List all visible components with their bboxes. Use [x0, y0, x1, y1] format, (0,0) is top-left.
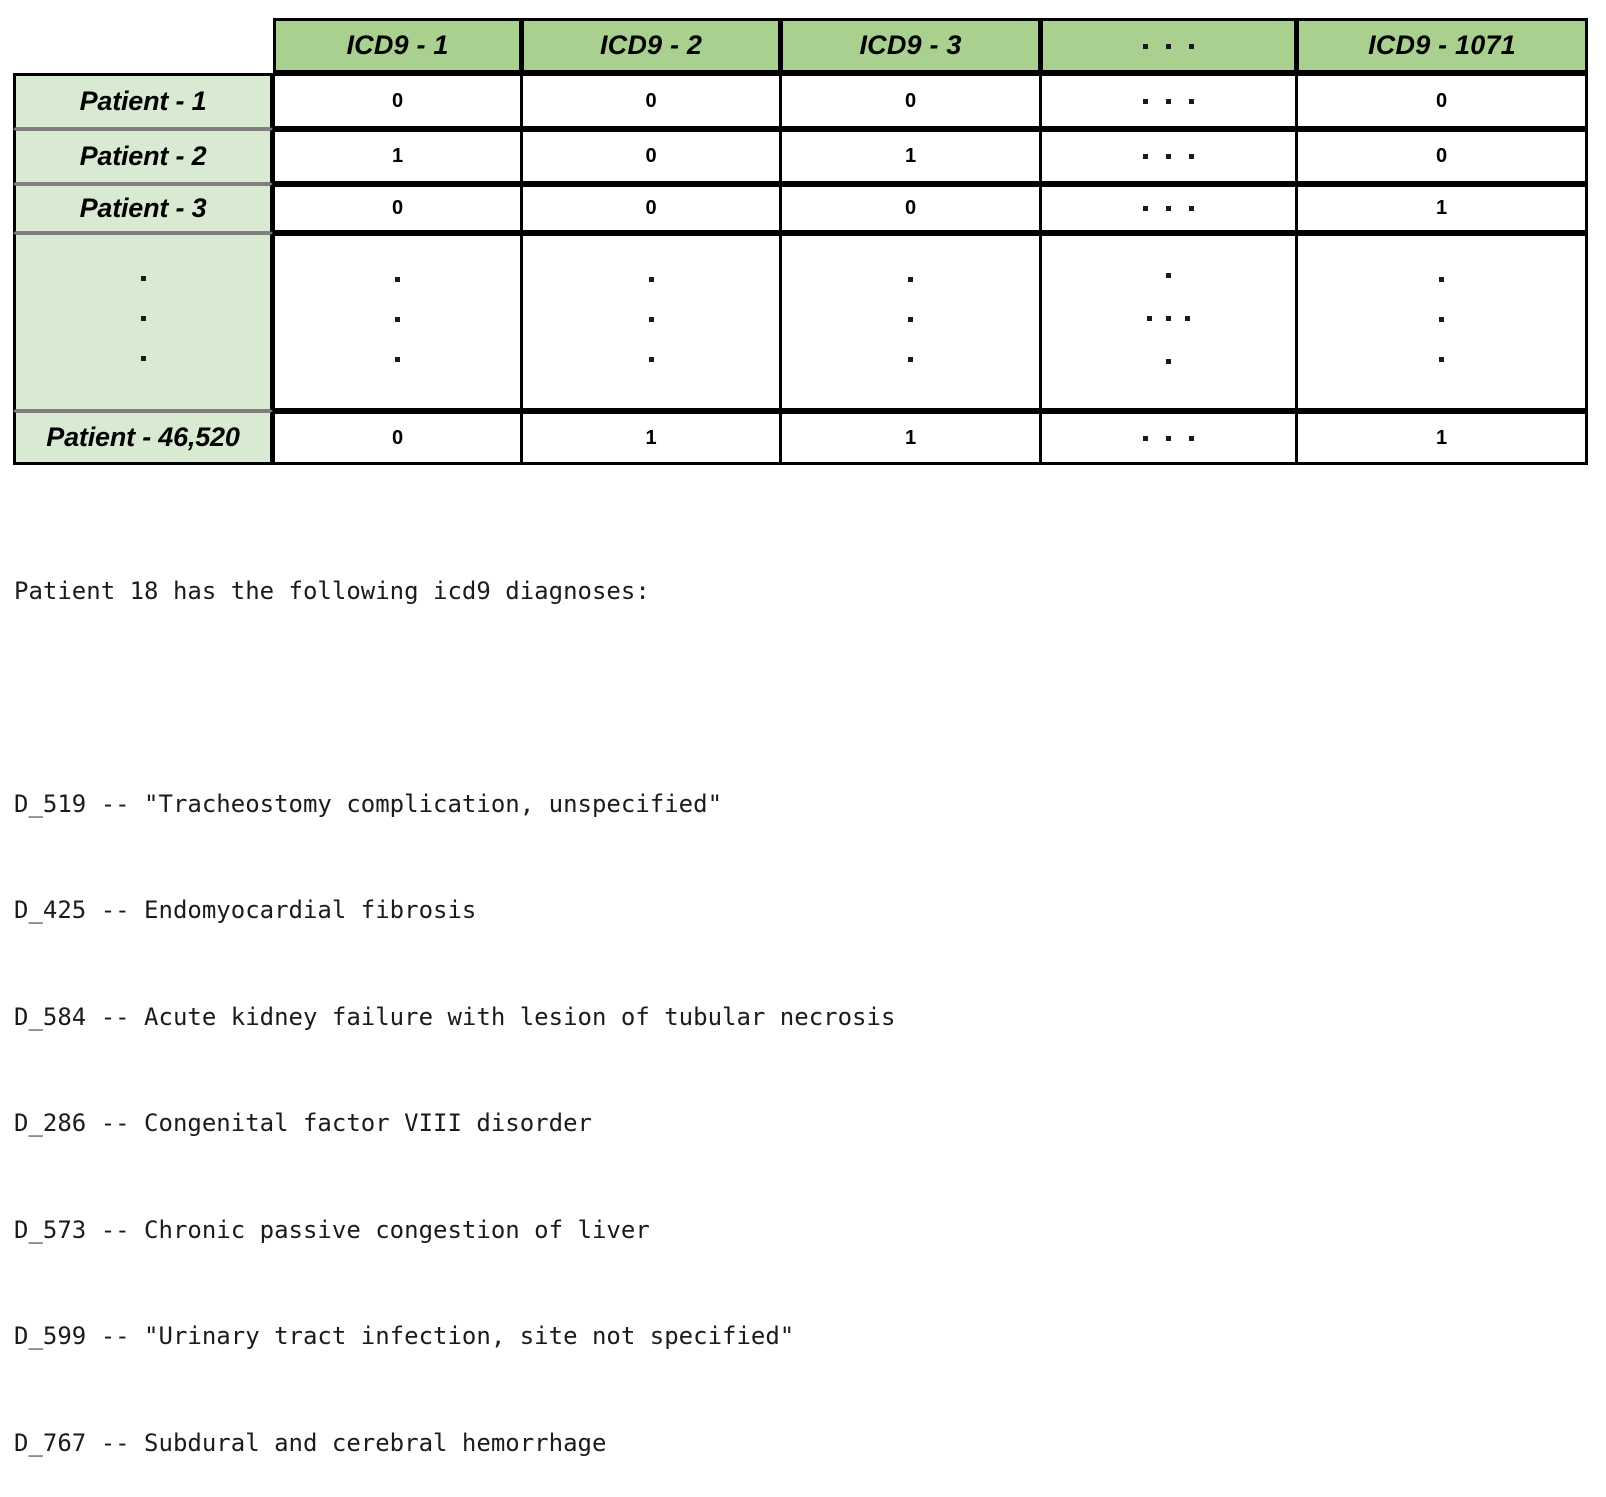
cell-plast-icd9-1071: 1	[1296, 411, 1588, 465]
horizontal-ellipsis-icon	[1134, 98, 1203, 104]
cell-plast-icd9-1: 0	[273, 411, 521, 465]
row-label-ellipsis	[13, 233, 273, 411]
row-label-patient-46520: Patient - 46,520	[13, 411, 273, 465]
column-header-icd9-1: ICD9 - 1	[273, 18, 521, 73]
cell-p2-icd9-2: 0	[521, 129, 780, 184]
cell-ellipsis-ellipsis	[1040, 233, 1296, 411]
cell-ellipsis-icd9-3	[780, 233, 1040, 411]
diagnosis-line-6: D_599 -- "Urinary tract infection, site …	[14, 1322, 795, 1350]
diagnosis-line-2: D_425 -- Endomyocardial fibrosis	[14, 896, 477, 924]
vertical-ellipsis-icon	[395, 276, 400, 362]
cross-ellipsis-icon	[1139, 273, 1199, 365]
cell-ellipsis-icd9-2	[521, 233, 780, 411]
cell-p3-icd9-1: 0	[273, 184, 521, 233]
blank-line	[14, 681, 895, 716]
cell-p3-icd9-3: 0	[780, 184, 1040, 233]
cell-p2-ellipsis	[1040, 129, 1296, 184]
diagnosis-intro-line: Patient 18 has the following icd9 diagno…	[14, 577, 650, 605]
cell-ellipsis-icd9-1	[273, 233, 521, 411]
cell-ellipsis-icd9-1071	[1296, 233, 1588, 411]
cell-p1-ellipsis	[1040, 73, 1296, 129]
matrix-table: ICD9 - 1 ICD9 - 2 ICD9 - 3 ICD9 - 1071 P…	[13, 18, 1588, 465]
column-header-icd9-1071: ICD9 - 1071	[1296, 18, 1588, 73]
patient-icd9-matrix: ICD9 - 1 ICD9 - 2 ICD9 - 3 ICD9 - 1071 P…	[13, 18, 1588, 470]
row-label-patient-3: Patient - 3	[13, 184, 273, 233]
table-row-ellipsis	[13, 233, 1588, 411]
horizontal-ellipsis-icon	[1134, 154, 1203, 160]
vertical-ellipsis-icon	[1439, 276, 1444, 362]
diagnosis-line-7: D_767 -- Subdural and cerebral hemorrhag…	[14, 1428, 607, 1457]
diagnosis-text-block: Patient 18 has the following icd9 diagno…	[14, 503, 895, 1497]
cell-p1-icd9-2: 0	[521, 73, 780, 129]
cell-p1-icd9-3: 0	[780, 73, 1040, 129]
table-row: Patient - 1 0 0 0 0	[13, 73, 1588, 129]
cell-plast-icd9-3: 1	[780, 411, 1040, 465]
diagnosis-line-4: D_286 -- Congenital factor VIII disorder	[14, 1109, 592, 1137]
cell-p3-icd9-1071: 1	[1296, 184, 1588, 233]
cell-p2-icd9-1071: 0	[1296, 129, 1588, 184]
vertical-ellipsis-icon	[648, 276, 654, 362]
cell-plast-icd9-2: 1	[521, 411, 780, 465]
horizontal-ellipsis-icon	[1134, 206, 1203, 212]
cell-p1-icd9-1: 0	[273, 73, 521, 129]
table-row: Patient - 3 0 0 0 1	[13, 184, 1588, 233]
table-header-row: ICD9 - 1 ICD9 - 2 ICD9 - 3 ICD9 - 1071	[13, 18, 1588, 73]
column-header-icd9-3: ICD9 - 3	[780, 18, 1040, 73]
vertical-ellipsis-icon	[140, 276, 146, 361]
table-row: Patient - 2 1 0 1 0	[13, 129, 1588, 184]
column-header-icd9-2: ICD9 - 2	[521, 18, 780, 73]
diagnosis-line-5: D_573 -- Chronic passive congestion of l…	[14, 1215, 650, 1244]
row-label-patient-2: Patient - 2	[13, 129, 273, 184]
diagnosis-line-3: D_584 -- Acute kidney failure with lesio…	[14, 1002, 896, 1031]
cell-p2-icd9-1: 1	[273, 129, 521, 184]
cell-p1-icd9-1071: 0	[1296, 73, 1588, 129]
cell-p3-icd9-2: 0	[521, 184, 780, 233]
cell-p3-ellipsis	[1040, 184, 1296, 233]
diagnosis-line-1: D_519 -- "Tracheostomy complication, uns…	[14, 789, 723, 818]
horizontal-ellipsis-icon	[1134, 435, 1203, 441]
column-header-ellipsis	[1040, 18, 1296, 73]
matrix-corner-cell	[13, 18, 273, 73]
table-row: Patient - 46,520 0 1 1 1	[13, 411, 1588, 465]
horizontal-ellipsis-icon	[1134, 44, 1203, 50]
row-label-patient-1: Patient - 1	[13, 73, 273, 129]
cell-plast-ellipsis	[1040, 411, 1296, 465]
vertical-ellipsis-icon	[908, 276, 913, 362]
cell-p2-icd9-3: 1	[780, 129, 1040, 184]
